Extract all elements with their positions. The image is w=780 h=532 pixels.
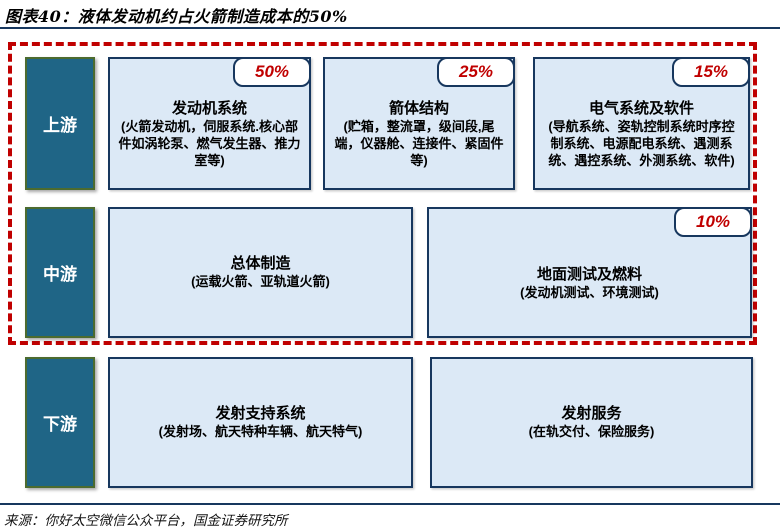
box-title: 发射服务	[561, 404, 622, 422]
cost-share-badge: 15%	[672, 57, 750, 87]
cost-box-rocket-body-structure: 25% 箭体结构 (贮箱，整流罩，级间段,尾端，仪器舱、连接件、紧固件等)	[323, 57, 515, 190]
cost-share-badge: 10%	[674, 207, 752, 237]
box-description: (火箭发动机，伺服系统.核心部件如涡轮泵、燃气发生器、推力室等)	[118, 119, 301, 169]
cost-box-engine-system: 50% 发动机系统 (火箭发动机，伺服系统.核心部件如涡轮泵、燃气发生器、推力室…	[108, 57, 311, 190]
box-title: 总体制造	[230, 254, 291, 272]
cost-box-ground-testing-fuel: 10% 地面测试及燃料 (发动机测试、环境测试)	[427, 207, 752, 338]
cost-box-electrical-system-software: 15% 电气系统及软件 (导航系统、姿轨控制系统时序控制系统、电源配电系统、遇测…	[533, 57, 750, 190]
cost-share-badge: 50%	[233, 57, 311, 87]
source-note: 来源：你好太空微信公众平台，国金证券研究所	[4, 513, 288, 529]
cost-highlight-dashed-border	[8, 42, 757, 345]
cost-share-badge: 25%	[437, 57, 515, 87]
stage-label-upstream: 上游	[25, 57, 95, 190]
box-title: 地面测试及燃料	[536, 265, 642, 283]
cost-box-overall-manufacturing: 总体制造 (运载火箭、亚轨道火箭)	[108, 207, 413, 338]
cost-box-launch-service: 发射服务 (在轨交付、保险服务)	[430, 357, 753, 488]
stage-label-midstream: 中游	[25, 207, 95, 338]
box-description: (发动机测试、环境测试)	[520, 285, 659, 301]
box-title: 电气系统及软件	[588, 100, 694, 118]
box-description: (运载火箭、亚轨道火箭)	[191, 274, 330, 290]
box-description: (发射场、航天特种车辆、航天特气)	[158, 424, 363, 440]
box-title: 发动机系统	[171, 100, 247, 118]
stage-label-text: 下游	[43, 415, 77, 434]
stage-label-text: 上游	[43, 116, 77, 135]
stage-label-text: 中游	[43, 265, 77, 284]
stage-label-downstream: 下游	[25, 357, 95, 488]
box-description: (导航系统、姿轨控制系统时序控制系统、电源配电系统、遇测系统、遇控系统、外测系统…	[548, 119, 735, 169]
cost-box-launch-support-system: 发射支持系统 (发射场、航天特种车辆、航天特气)	[108, 357, 413, 488]
title-divider	[0, 27, 780, 29]
footer-divider	[0, 503, 780, 505]
box-description: (在轨交付、保险服务)	[528, 424, 655, 440]
box-description: (贮箱，整流罩，级间段,尾端，仪器舱、连接件、紧固件等)	[334, 119, 504, 169]
box-title: 箭体结构	[388, 100, 449, 118]
figure-title: 图表40：液体发动机约占火箭制造成本的50%	[5, 7, 348, 26]
box-title: 发射支持系统	[215, 404, 306, 422]
